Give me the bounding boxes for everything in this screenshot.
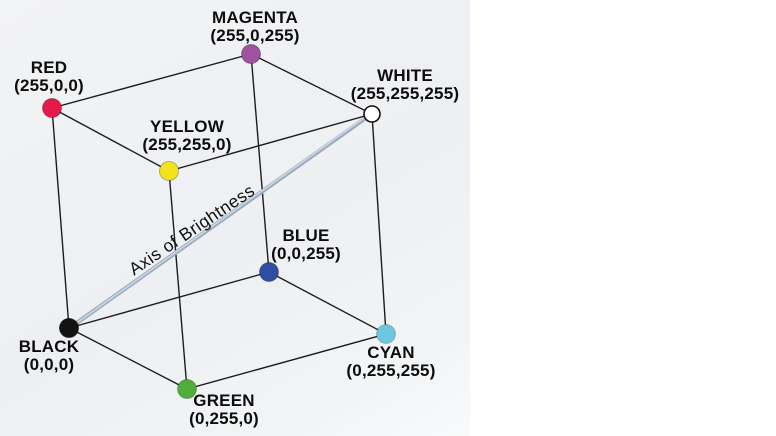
vertex-name-blue: BLUE xyxy=(282,226,330,245)
vertex-name-white: WHITE xyxy=(377,66,433,85)
axis-of-brightness-line xyxy=(68,112,373,330)
rgb-cube-svg xyxy=(42,44,396,399)
edge-white-yellow xyxy=(168,113,373,172)
vertex-name-black: BLACK xyxy=(18,337,80,356)
edge-black-blue xyxy=(68,271,270,329)
edge-red-magenta xyxy=(51,53,252,109)
vertex-coords-cyan: (0,255,255) xyxy=(346,361,436,380)
vertex-coords-green: (0,255,0) xyxy=(189,409,259,428)
vertex-dot-black xyxy=(59,318,79,338)
vertex-name-green: GREEN xyxy=(193,391,255,410)
edge-green-black xyxy=(68,327,188,390)
vertex-label-magenta: MAGENTA (255,0,255) xyxy=(210,9,299,45)
vertex-label-green: GREEN (0,255,0) xyxy=(189,392,259,428)
vertex-dot-white xyxy=(363,105,381,123)
vertex-dot-blue xyxy=(259,262,279,282)
edge-blue-cyan xyxy=(268,271,387,335)
edge-white-cyan xyxy=(371,113,387,335)
vertex-label-black: BLACK (0,0,0) xyxy=(19,338,80,374)
cube-edges xyxy=(51,53,387,390)
vertex-coords-black: (0,0,0) xyxy=(23,355,75,374)
vertex-dot-magenta xyxy=(241,44,261,64)
vertex-dot-red xyxy=(42,98,62,118)
vertex-name-yellow: YELLOW xyxy=(150,117,224,136)
diagram-panel: RED (255,0,0) MAGENTA (255,0,255) WHITE … xyxy=(0,0,470,436)
edge-yellow-red xyxy=(51,107,170,172)
edge-cyan-green xyxy=(186,333,387,390)
edge-magenta-white xyxy=(250,53,373,115)
vertex-name-red: RED xyxy=(30,58,68,77)
edge-magenta-blue xyxy=(250,53,270,273)
vertex-name-magenta: MAGENTA xyxy=(211,8,299,27)
vertex-coords-magenta: (255,0,255) xyxy=(210,26,300,45)
edge-red-black xyxy=(51,107,70,329)
vertex-label-red: RED (255,0,0) xyxy=(14,59,84,95)
vertex-label-blue: BLUE (0,0,255) xyxy=(271,227,341,263)
vertex-label-cyan: CYAN (0,255,255) xyxy=(346,344,435,380)
vertex-name-cyan: CYAN xyxy=(367,343,415,362)
vertex-coords-red: (255,0,0) xyxy=(14,76,84,95)
vertex-coords-white: (255,255,255) xyxy=(350,84,460,103)
axis-rod-highlight xyxy=(72,113,370,327)
vertex-dot-cyan xyxy=(376,324,396,344)
vertex-coords-yellow: (255,255,0) xyxy=(142,135,232,154)
vertex-dots xyxy=(42,44,396,399)
vertex-label-white: WHITE (255,255,255) xyxy=(351,67,459,103)
vertex-coords-blue: (0,0,255) xyxy=(271,244,341,263)
vertex-dot-green xyxy=(177,379,197,399)
vertex-label-yellow: YELLOW (255,255,0) xyxy=(142,118,231,154)
edge-yellow-green xyxy=(168,170,188,390)
vertex-dot-yellow xyxy=(159,161,179,181)
